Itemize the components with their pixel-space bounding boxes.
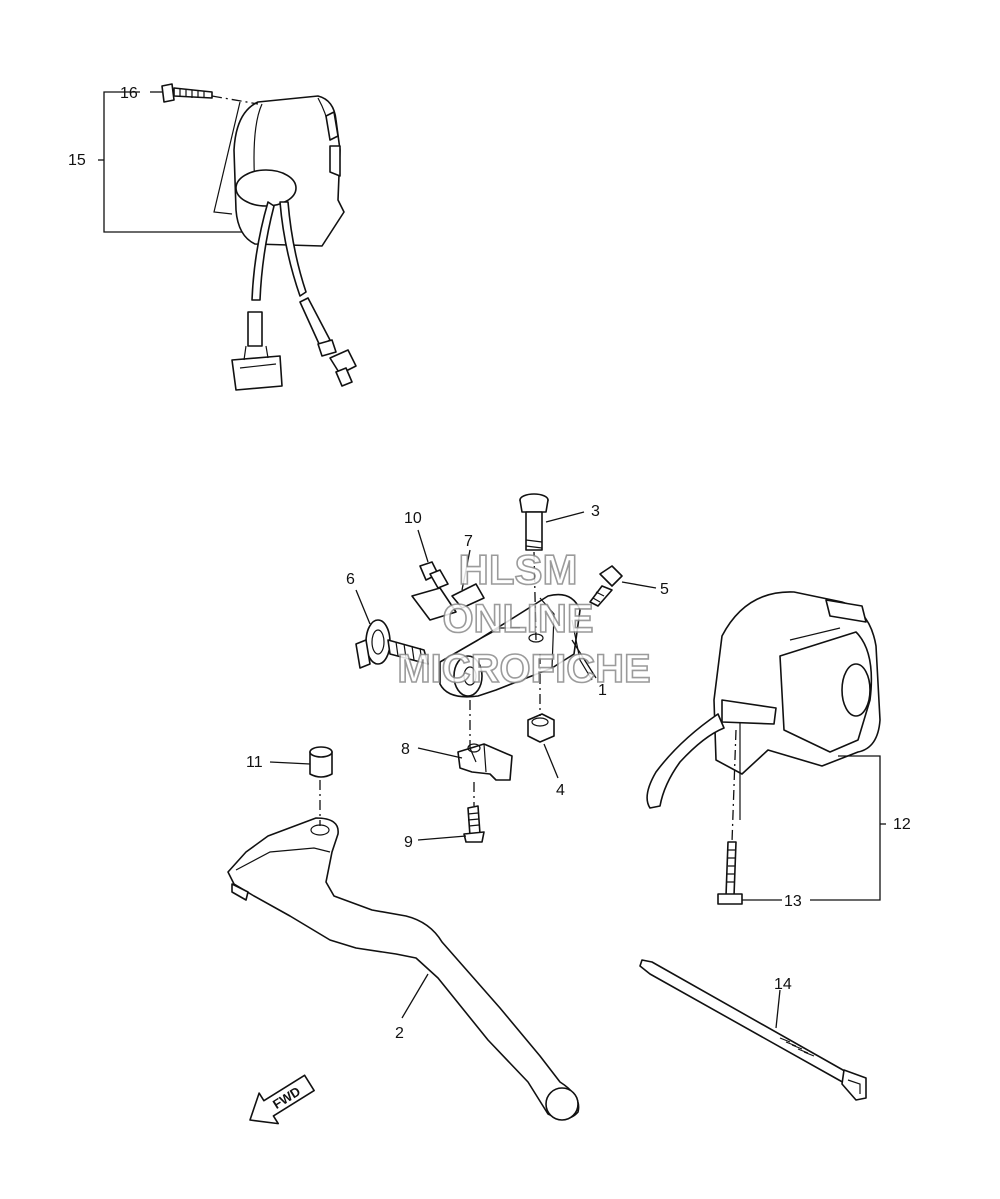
callout-16: 16 <box>120 85 138 102</box>
callout-11: 11 <box>246 754 263 771</box>
screw-13 <box>717 841 743 905</box>
handlebar-switch-right <box>646 591 881 820</box>
lever-holder-1 <box>439 593 593 698</box>
callout-5: 5 <box>660 581 669 598</box>
collar-11 <box>309 746 333 778</box>
adjuster-6 <box>355 619 429 669</box>
callout-3: 3 <box>591 503 600 520</box>
switch-8 <box>457 743 513 781</box>
screw-9 <box>463 805 485 843</box>
callout-4: 4 <box>556 782 565 799</box>
fwd-direction-arrow: FWD <box>249 1074 315 1125</box>
callout-8: 8 <box>401 741 410 758</box>
handlebar-switch-left <box>213 95 357 391</box>
watermark-line-3: MICROFICHE <box>397 647 650 691</box>
callout-6: 6 <box>346 571 355 588</box>
callout-labels: 1 2 3 4 5 6 7 8 9 10 11 12 13 14 15 16 <box>68 85 911 1042</box>
watermark: HLSM ONLINE MICROFICHE <box>397 545 652 692</box>
bolt-5 <box>589 565 623 607</box>
switch-part-7 <box>411 583 485 621</box>
callout-1: 1 <box>598 682 607 699</box>
nut-4 <box>527 713 555 743</box>
screw-16 <box>161 83 213 103</box>
pivot-bolt-3 <box>519 493 549 551</box>
callout-7: 7 <box>464 533 473 550</box>
lever-2 <box>227 817 580 1121</box>
callout-10: 10 <box>404 510 422 527</box>
bracket-15 <box>103 91 242 233</box>
callout-13: 13 <box>784 893 802 910</box>
bolt-10 <box>419 561 449 589</box>
callout-14: 14 <box>774 976 792 993</box>
cable-tie-14 <box>639 959 867 1101</box>
callout-9: 9 <box>404 834 413 851</box>
watermark-line-2: ONLINE <box>442 597 593 641</box>
callout-12: 12 <box>893 816 911 833</box>
callout-15: 15 <box>68 152 86 169</box>
watermark-line-1: HLSM <box>459 546 578 593</box>
leader-lines <box>211 95 886 1029</box>
callout-2: 2 <box>395 1025 404 1042</box>
